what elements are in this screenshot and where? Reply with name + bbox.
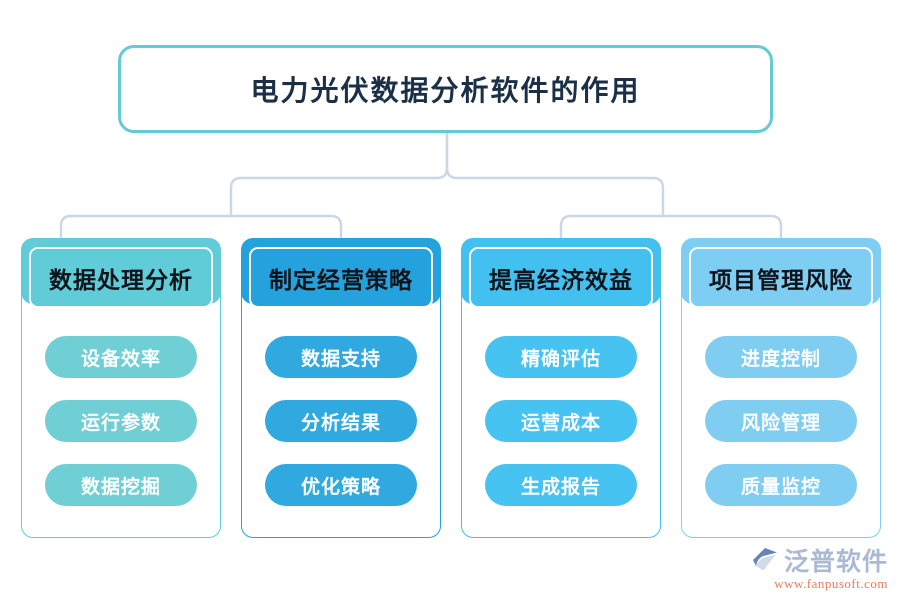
branch-column-1-header-frame: 数据处理分析 bbox=[29, 247, 213, 308]
connector-trunk-right bbox=[445, 131, 665, 218]
connector-branch-2 bbox=[229, 214, 343, 242]
page-title: 电力光伏数据分析软件的作用 bbox=[250, 76, 641, 107]
branch-column-4-header[interactable]: 项目管理风险 bbox=[681, 238, 881, 308]
list-item[interactable]: 数据挖掘 bbox=[45, 464, 197, 506]
branch-column-4-header-frame: 项目管理风险 bbox=[689, 247, 873, 308]
list-item[interactable]: 精确评估 bbox=[485, 336, 637, 378]
branch-column-2-items: 数据支持 分析结果 优化策略 bbox=[241, 336, 441, 506]
branch-column-2-header-label: 制定经营策略 bbox=[269, 267, 413, 293]
branch-column-3-header-frame: 提高经济效益 bbox=[469, 247, 653, 308]
branch-column-4-items: 进度控制 风险管理 质量监控 bbox=[681, 336, 881, 506]
branch-column-4: 项目管理风险 进度控制 风险管理 质量监控 bbox=[681, 238, 881, 538]
list-item[interactable]: 风险管理 bbox=[705, 400, 857, 442]
branch-column-1-items: 设备效率 运行参数 数据挖掘 bbox=[21, 336, 221, 506]
list-item[interactable]: 数据支持 bbox=[265, 336, 417, 378]
branch-column-2: 制定经营策略 数据支持 分析结果 优化策略 bbox=[241, 238, 441, 538]
list-item[interactable]: 进度控制 bbox=[705, 336, 857, 378]
connector-branch-4 bbox=[661, 214, 783, 242]
branch-column-2-header-frame: 制定经营策略 bbox=[249, 247, 433, 308]
brand-logo: 泛普软件 www.fanpusoft.com bbox=[750, 542, 888, 592]
branch-column-1: 数据处理分析 设备效率 运行参数 数据挖掘 bbox=[21, 238, 221, 538]
branch-column-1-header[interactable]: 数据处理分析 bbox=[21, 238, 221, 308]
brand-logo-text: 泛普软件 bbox=[783, 548, 888, 576]
brand-logo-url: www.fanpusoft.com bbox=[774, 576, 888, 591]
branch-column-2-header[interactable]: 制定经营策略 bbox=[241, 238, 441, 308]
list-item[interactable]: 生成报告 bbox=[485, 464, 637, 506]
list-item[interactable]: 质量监控 bbox=[705, 464, 857, 506]
branch-column-3: 提高经济效益 精确评估 运营成本 生成报告 bbox=[461, 238, 661, 538]
branch-column-3-header-label: 提高经济效益 bbox=[489, 267, 633, 293]
connector-trunk-left bbox=[229, 131, 449, 218]
list-item[interactable]: 分析结果 bbox=[265, 400, 417, 442]
connector-branch-3 bbox=[559, 214, 665, 242]
list-item[interactable]: 设备效率 bbox=[45, 336, 197, 378]
list-item[interactable]: 运营成本 bbox=[485, 400, 637, 442]
list-item[interactable]: 运行参数 bbox=[45, 400, 197, 442]
branch-column-4-header-label: 项目管理风险 bbox=[709, 267, 853, 293]
branch-column-3-header[interactable]: 提高经济效益 bbox=[461, 238, 661, 308]
branch-column-3-items: 精确评估 运营成本 生成报告 bbox=[461, 336, 661, 506]
brand-logo-row: 泛普软件 bbox=[750, 542, 888, 578]
root-node: 电力光伏数据分析软件的作用 bbox=[118, 45, 773, 133]
fanpu-logo-icon bbox=[752, 548, 777, 571]
list-item[interactable]: 优化策略 bbox=[265, 464, 417, 506]
connector-branch-1 bbox=[59, 214, 233, 242]
branch-column-1-header-label: 数据处理分析 bbox=[49, 267, 193, 293]
